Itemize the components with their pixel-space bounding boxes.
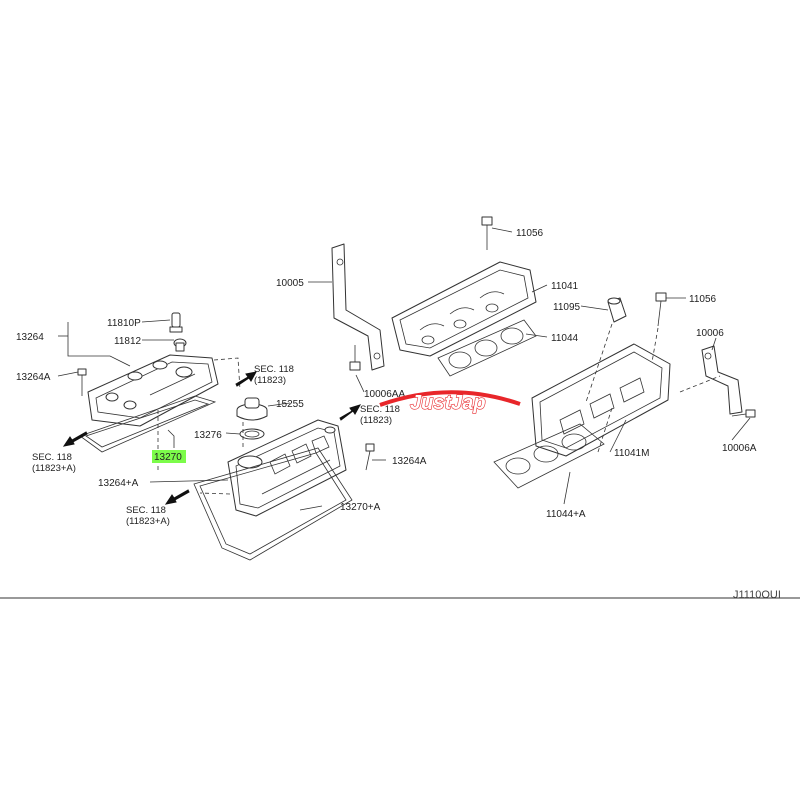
- head-gasket-11044: [437, 319, 537, 377]
- watermark-logo: JustJap: [379, 390, 521, 415]
- gasket-13270A: [193, 447, 353, 561]
- watermark-text: JustJap: [410, 392, 486, 414]
- label-13264plusA: 13264+A: [98, 478, 139, 489]
- label-11041: 11041: [551, 281, 579, 292]
- arrow-sec118-top: [235, 371, 257, 387]
- arrow-sec118-mid: [339, 404, 362, 421]
- label-11810P: 11810P: [107, 318, 141, 329]
- bolt-11056-right: [655, 292, 667, 327]
- cylinder-head-11041M: [531, 343, 671, 457]
- arrow-sec118-left: [62, 431, 88, 447]
- label-10005: 10005: [276, 278, 304, 289]
- bolt-10006AA: [349, 345, 361, 371]
- bracket-10005: [331, 243, 385, 371]
- highlight-marker: [152, 450, 186, 463]
- label-11812: 11812: [114, 336, 142, 347]
- label-sec118-mid: SEC. 118: [360, 404, 400, 415]
- label-sec118-bottom-ref: (11823+A): [126, 516, 170, 527]
- label-11041M: 11041M: [614, 448, 649, 459]
- label-13264A-left: 13264A: [16, 372, 51, 383]
- label-13270: 13270: [154, 452, 182, 463]
- label-11095: 11095: [553, 302, 581, 313]
- label-10006A: 10006A: [722, 443, 757, 454]
- dowel-11095: [607, 297, 627, 323]
- callouts: 11810P 13264 11812 13264A SEC. 118 (1182…: [16, 228, 757, 527]
- pcv-valve-11810P: [169, 312, 183, 333]
- label-13270plusA: 13270+A: [340, 502, 381, 513]
- label-10006: 10006: [696, 328, 724, 339]
- bolt-13264A-mid: [365, 443, 375, 471]
- head-gasket-11044A: [493, 423, 605, 489]
- grommet-11812: [173, 338, 187, 352]
- valve-cover-middle: [227, 419, 347, 517]
- label-11056-right: 11056: [689, 294, 717, 305]
- cylinder-head-11041: [391, 261, 537, 357]
- bolt-10006A: [731, 409, 756, 418]
- label-sec118-top: SEC. 118: [254, 364, 294, 375]
- arrow-sec118-bottom: [164, 489, 190, 505]
- label-sec118-top-ref: (11823): [254, 375, 286, 386]
- label-sec118-left: SEC. 118: [32, 452, 72, 463]
- bracket-10006: [701, 345, 743, 415]
- drawing-code: J1110OUI: [733, 589, 781, 601]
- seal-13276: [239, 428, 265, 440]
- label-11044: 11044: [551, 333, 579, 344]
- oil-filler-cap-15255: [236, 397, 268, 421]
- leader-lines: [57, 227, 751, 511]
- label-sec118-left-ref: (11823+A): [32, 463, 76, 474]
- gasket-left: [79, 395, 217, 453]
- bolt-13264A-left: [77, 368, 87, 396]
- valve-cover-left: [87, 354, 219, 427]
- label-11044plusA: 11044+A: [546, 509, 586, 520]
- label-sec118-mid-ref: (11823): [360, 415, 392, 426]
- label-sec118-bottom: SEC. 118: [126, 505, 166, 516]
- label-11056-top: 11056: [516, 228, 544, 239]
- bolt-11056-top: [481, 216, 493, 250]
- label-13276: 13276: [194, 430, 222, 441]
- label-13264A-mid: 13264A: [392, 456, 427, 467]
- label-13264: 13264: [16, 332, 44, 343]
- label-15255: 15255: [276, 399, 304, 410]
- label-10006AA: 10006AA: [364, 389, 405, 400]
